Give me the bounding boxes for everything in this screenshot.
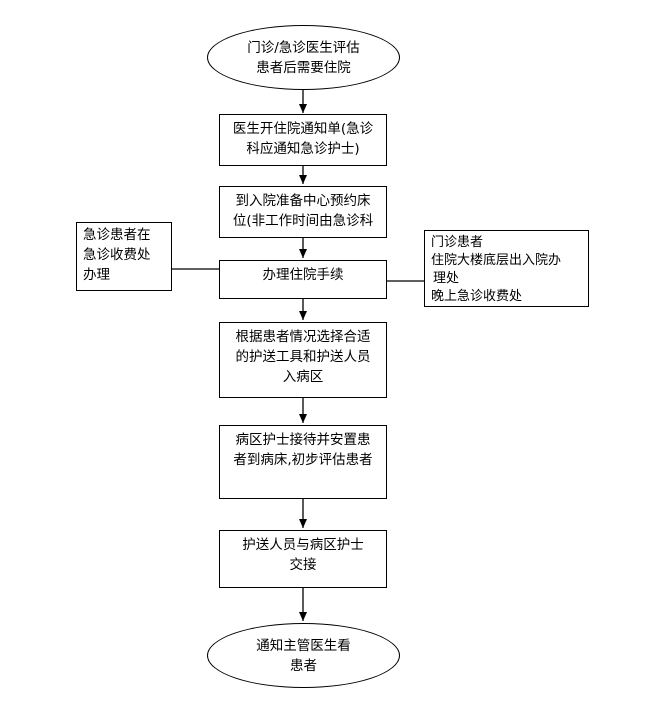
step-5-box: 病区护士接待并安置患 者到病床,初步评估患者 bbox=[219, 425, 387, 499]
step-2-line-2: 位(非工作时间由急诊科 bbox=[232, 213, 374, 229]
step-2-box: 到入院准备中心预约床 位(非工作时间由急诊科 bbox=[219, 186, 387, 238]
start-node-line-2: 患者后需要住院 bbox=[256, 59, 351, 76]
start-node-line-1: 门诊/急诊医生评估 bbox=[247, 39, 360, 56]
right-note-line-4: 晚上急诊收费处 bbox=[431, 289, 523, 304]
left-note-line-1: 急诊患者在 bbox=[83, 227, 151, 243]
step-1-box: 医生开住院通知单(急诊 科应通知急诊护士) bbox=[219, 114, 387, 166]
step-6-box: 护送人员与病区护士 交接 bbox=[219, 530, 387, 588]
step-6-line-1: 护送人员与病区护士 bbox=[242, 537, 364, 553]
step-3-box: 办理住院手续 bbox=[219, 260, 387, 299]
right-note-box: 门诊患者 住院大楼底层出入院办 理处 晚上急诊收费处 bbox=[424, 230, 589, 307]
step-1-line-2: 科应通知急诊护士) bbox=[246, 141, 360, 157]
right-note-line-3: 理处 bbox=[433, 271, 460, 286]
step-1-line-1: 医生开住院通知单(急诊 bbox=[232, 121, 374, 137]
left-note-line-2: 急诊收费处 bbox=[83, 247, 151, 263]
step-4-box: 根据患者情况选择合适 的护送工具和护送人员 入病区 bbox=[219, 322, 387, 398]
start-node: 门诊/急诊医生评估 患者后需要住院 bbox=[207, 25, 400, 90]
step-5-line-1: 病区护士接待并安置患 bbox=[235, 432, 371, 448]
end-node-line-1: 通知主管医生看 bbox=[256, 637, 351, 654]
left-note-box: 急诊患者在 急诊收费处 办理 bbox=[76, 222, 172, 291]
step-6-line-2: 交接 bbox=[289, 557, 317, 573]
step-3-line-1: 办理住院手续 bbox=[262, 267, 344, 283]
step-4-line-2: 的护送工具和护送人员 bbox=[235, 349, 371, 365]
end-node-line-2: 患者 bbox=[290, 657, 317, 674]
step-5-line-2: 者到病床,初步评估患者 bbox=[233, 452, 373, 468]
end-node: 通知主管医生看 患者 bbox=[207, 623, 400, 688]
right-note-line-1: 门诊患者 bbox=[431, 235, 484, 250]
right-note-line-2: 住院大楼底层出入院办 bbox=[431, 253, 562, 268]
step-4-line-3: 入病区 bbox=[282, 369, 324, 385]
step-2-line-1: 到入院准备中心预约床 bbox=[235, 193, 371, 209]
left-note-line-3: 办理 bbox=[83, 267, 110, 283]
step-4-line-1: 根据患者情况选择合适 bbox=[235, 329, 371, 345]
